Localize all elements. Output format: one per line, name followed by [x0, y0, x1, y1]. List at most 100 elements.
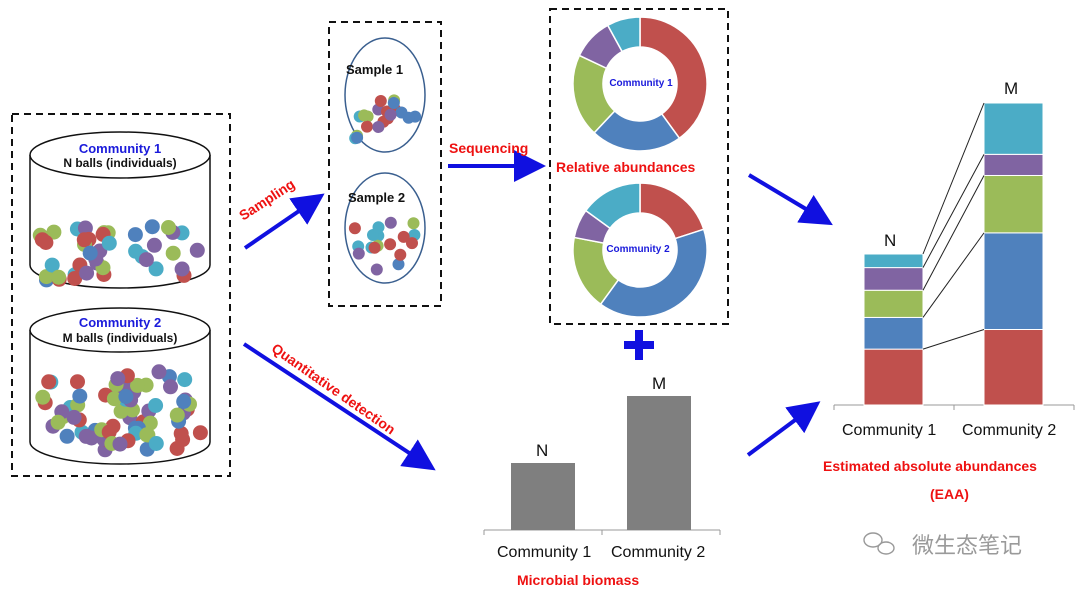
donut-2-label: Community 2	[606, 244, 670, 255]
ball	[397, 230, 410, 243]
ball	[35, 389, 51, 405]
eaa-segment	[863, 253, 924, 269]
ball	[148, 261, 164, 277]
eaa-tick-community-1: Community 1	[842, 422, 937, 439]
ball	[51, 269, 67, 285]
ball	[82, 245, 98, 261]
ball	[394, 248, 407, 261]
sample-2-label: Sample 2	[348, 190, 406, 205]
ball	[368, 241, 381, 254]
plus-icon	[624, 330, 654, 360]
ball	[41, 374, 57, 390]
ball	[77, 220, 93, 236]
donut-1-label: Community 1	[609, 78, 673, 89]
ball	[407, 217, 420, 230]
eaa-connector	[922, 329, 985, 350]
community-2-cylinder	[29, 307, 211, 465]
sequencing-label: Sequencing	[449, 140, 529, 156]
sampling-arrow	[243, 193, 325, 250]
ball	[151, 364, 167, 380]
eaa-segment	[863, 316, 924, 350]
ball	[127, 227, 143, 243]
ball	[101, 235, 117, 251]
sample-2-balls	[348, 216, 421, 276]
eaa-chart	[833, 102, 1075, 410]
biomass-bar	[627, 396, 691, 530]
ball	[66, 409, 82, 425]
ball	[163, 379, 178, 395]
biomass-label-m: M	[652, 374, 667, 393]
ball	[174, 261, 190, 277]
ball	[189, 242, 205, 258]
ball	[392, 258, 405, 271]
ball	[348, 222, 361, 235]
ball	[384, 108, 397, 121]
biomass-to-eaa-arrow	[746, 401, 821, 457]
biomass-tick-community-1: Community 1	[497, 544, 592, 561]
ball	[372, 121, 385, 133]
ball	[101, 424, 117, 440]
ball	[118, 389, 134, 404]
eaa-label-n: N	[884, 231, 897, 250]
ball	[110, 371, 126, 387]
ball	[384, 238, 397, 251]
ball	[165, 245, 181, 261]
ball	[161, 220, 176, 235]
ball	[169, 407, 185, 423]
eaa-segment	[863, 267, 924, 291]
eaa-subtitle: (EAA)	[930, 486, 969, 502]
sample-1-balls	[349, 94, 422, 145]
ball	[59, 428, 75, 444]
community-1-balls	[32, 219, 205, 288]
ball	[372, 221, 385, 234]
eaa-tick-community-2: Community 2	[962, 422, 1057, 439]
biomass-tick-community-2: Community 2	[611, 544, 706, 561]
donut-slice	[606, 16, 641, 53]
ball	[361, 120, 373, 133]
community-2-title: Community 2	[78, 315, 162, 330]
ball	[67, 271, 83, 286]
ball	[38, 235, 54, 250]
ball	[370, 263, 383, 276]
ball	[112, 436, 128, 452]
ball	[352, 247, 365, 260]
ball	[139, 427, 155, 443]
eaa-connector	[922, 175, 985, 291]
ball	[384, 216, 397, 229]
eaa-connector	[922, 154, 985, 268]
ball	[113, 403, 129, 419]
ball	[50, 414, 66, 430]
ball	[173, 426, 189, 441]
community-2-desc: M balls (individuals)	[62, 331, 178, 345]
eaa-segment	[983, 232, 1044, 330]
ball	[192, 425, 208, 441]
eaa-segment	[983, 329, 1044, 406]
eaa-title: Estimated absolute abundances	[823, 458, 1037, 474]
quantitative-detection-arrow	[242, 342, 436, 471]
ball	[72, 388, 88, 404]
relative-abundance-frame	[549, 8, 729, 325]
ball	[44, 257, 60, 273]
ball	[374, 95, 387, 107]
ball	[70, 374, 85, 390]
ball	[406, 237, 418, 250]
ball	[351, 131, 364, 144]
community-2-balls	[35, 364, 208, 458]
ball	[144, 219, 160, 235]
ball	[148, 436, 164, 451]
eaa-segment	[983, 153, 1044, 176]
donut-community-1	[572, 16, 708, 152]
ball	[177, 372, 193, 388]
ball	[142, 415, 158, 431]
wechat-icon	[863, 532, 895, 555]
biomass-bar	[511, 463, 575, 530]
donut-slice	[639, 16, 708, 140]
samples-frame	[328, 21, 442, 307]
communities-frame	[11, 113, 231, 477]
eaa-segment	[983, 174, 1044, 234]
biomass-label-n: N	[536, 441, 549, 460]
donut-slice	[584, 182, 641, 230]
ball	[38, 269, 54, 285]
community-1-desc: N balls (individuals)	[63, 156, 177, 170]
